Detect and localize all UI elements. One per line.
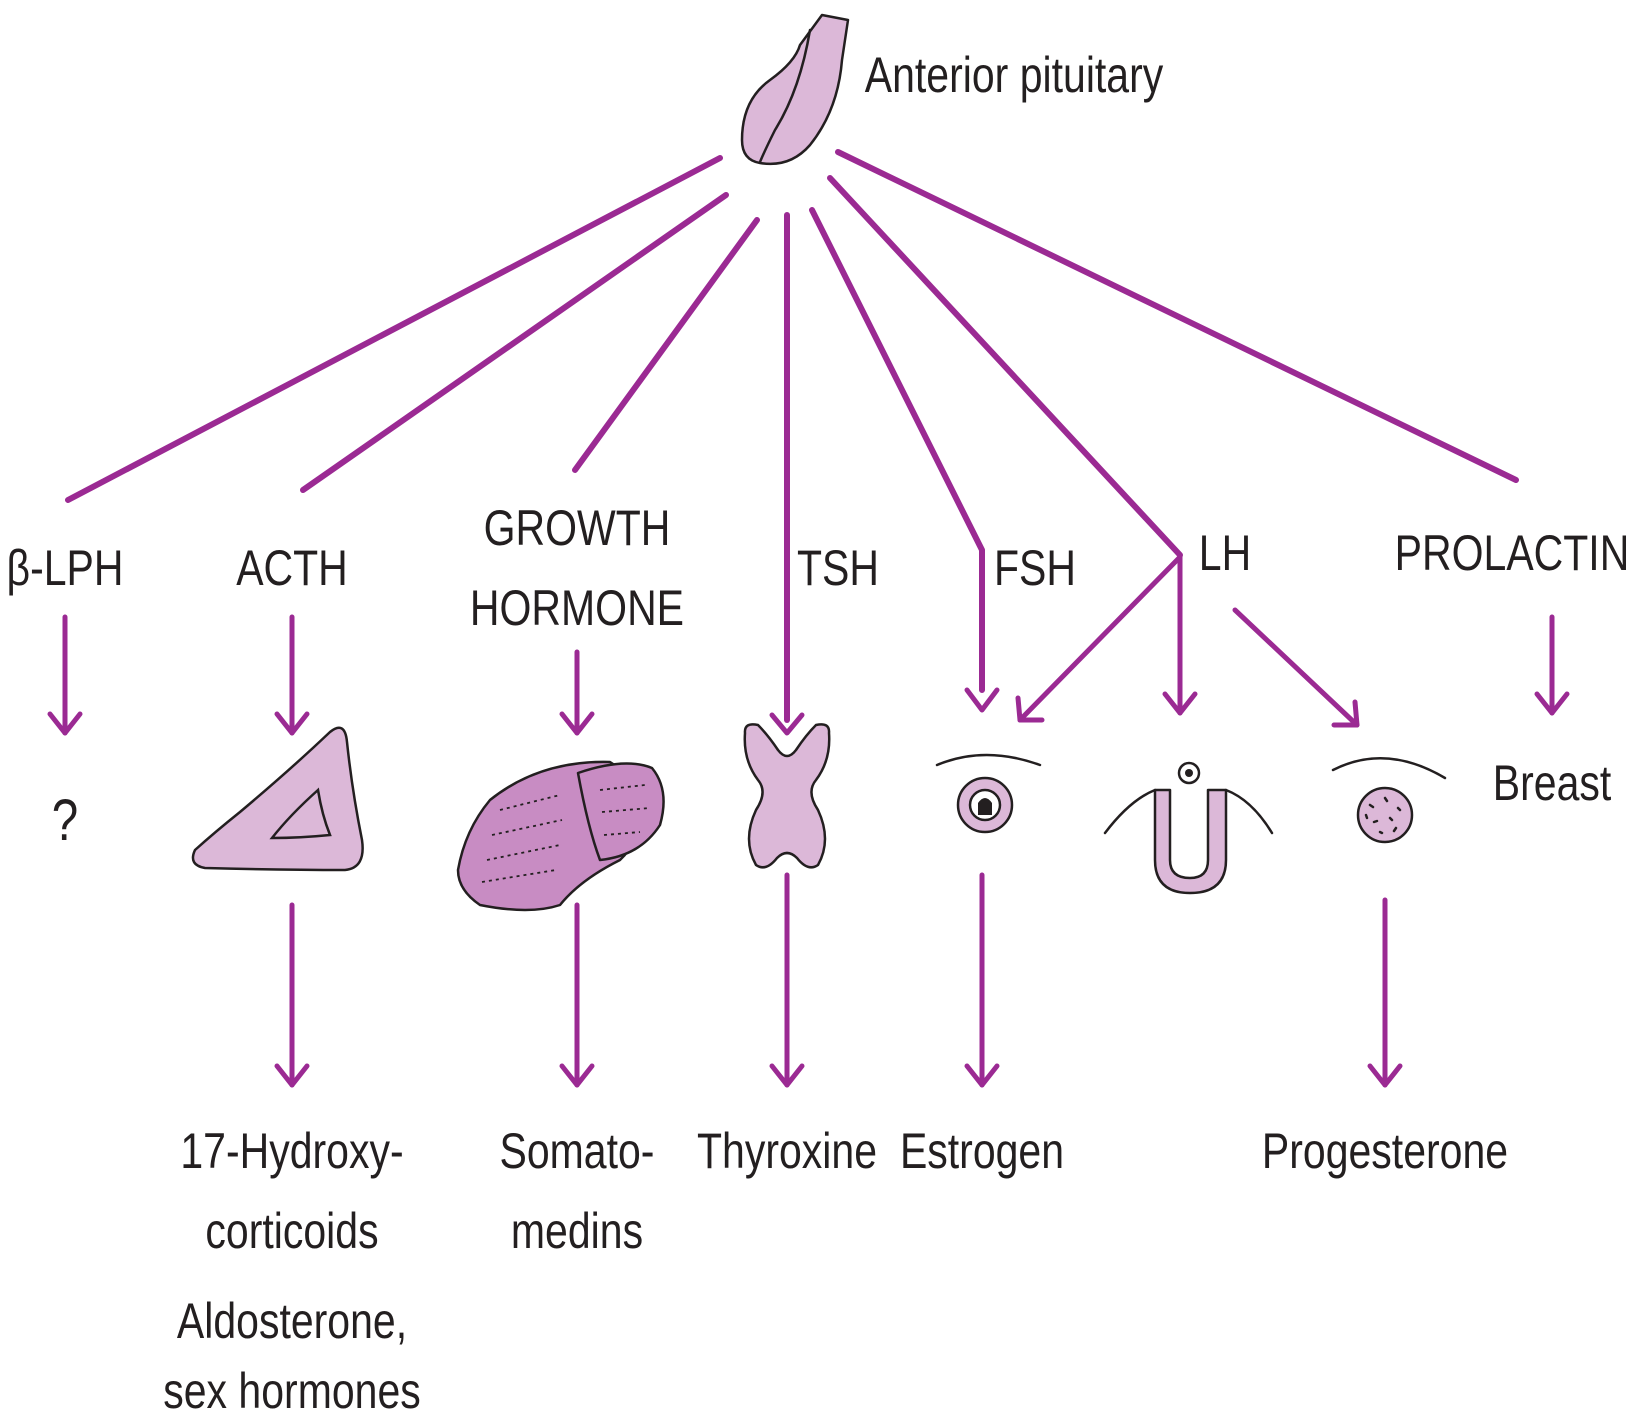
product-acth-line-4: sex hormones: [163, 1363, 420, 1419]
arrow-lh-to-corpus-luteum: [1235, 610, 1357, 725]
product-acth-line-1: 17-Hydroxy-: [180, 1123, 403, 1179]
ovarian-follicle-icon: [937, 755, 1040, 832]
corpus-luteum-icon: [1333, 758, 1445, 842]
connector-blph: [68, 158, 720, 500]
arrow-prolactin-to-breast: [1537, 617, 1567, 713]
arrow-lh-to-ovulation: [1165, 557, 1195, 713]
unknown-target-label: ?: [52, 789, 78, 854]
arrow-gh-to-liver: [562, 652, 592, 733]
liver-icon: [458, 762, 664, 910]
arrow-follicle-to-estrogen: [967, 875, 997, 1085]
hormone-fsh-label: FSH: [994, 540, 1076, 596]
thyroid-gland-icon: [745, 724, 829, 867]
ovulation-icon: [1105, 763, 1272, 893]
arrow-corpus-luteum-to-progesterone: [1370, 900, 1400, 1085]
connector-fsh: [812, 210, 982, 690]
arrow-thyroid-to-thyroxine: [772, 875, 802, 1085]
adrenal-gland-icon: [193, 728, 363, 870]
hormone-gh-label-2: HORMONE: [470, 580, 684, 636]
arrow-adrenal-to-corticoids: [277, 905, 307, 1085]
hormone-tsh-label: TSH: [797, 540, 879, 596]
product-acth-line-3: Aldosterone,: [177, 1293, 407, 1349]
hormone-acth-label: ACTH: [236, 540, 348, 596]
product-acth-line-2: corticoids: [205, 1203, 378, 1259]
product-lh-label: Progesterone: [1262, 1123, 1508, 1179]
breast-target-label: Breast: [1493, 755, 1612, 811]
arrow-liver-to-somatomedins: [562, 905, 592, 1085]
hormone-gh-label-1: GROWTH: [484, 500, 671, 556]
product-arrows: [277, 875, 1400, 1085]
arrow-blph-to-unknown: [50, 617, 80, 733]
anterior-pituitary-label: Anterior pituitary: [865, 47, 1164, 103]
product-gh-line-1: Somato-: [500, 1123, 655, 1179]
connector-gh: [575, 220, 757, 470]
product-tsh-label: Thyroxine: [697, 1123, 877, 1179]
hormone-blph-label: β-LPH: [7, 540, 124, 596]
product-gh-line-2: medins: [511, 1203, 643, 1259]
hormone-prolactin-label: PROLACTIN: [1395, 525, 1627, 581]
arrow-acth-to-adrenal: [277, 617, 307, 733]
connector-prolactin: [838, 152, 1516, 480]
product-fsh-label: Estrogen: [900, 1123, 1064, 1179]
hormone-connectors: [68, 152, 1516, 720]
hormone-lh-label: LH: [1199, 525, 1251, 581]
pituitary-gland-icon: [742, 15, 848, 164]
